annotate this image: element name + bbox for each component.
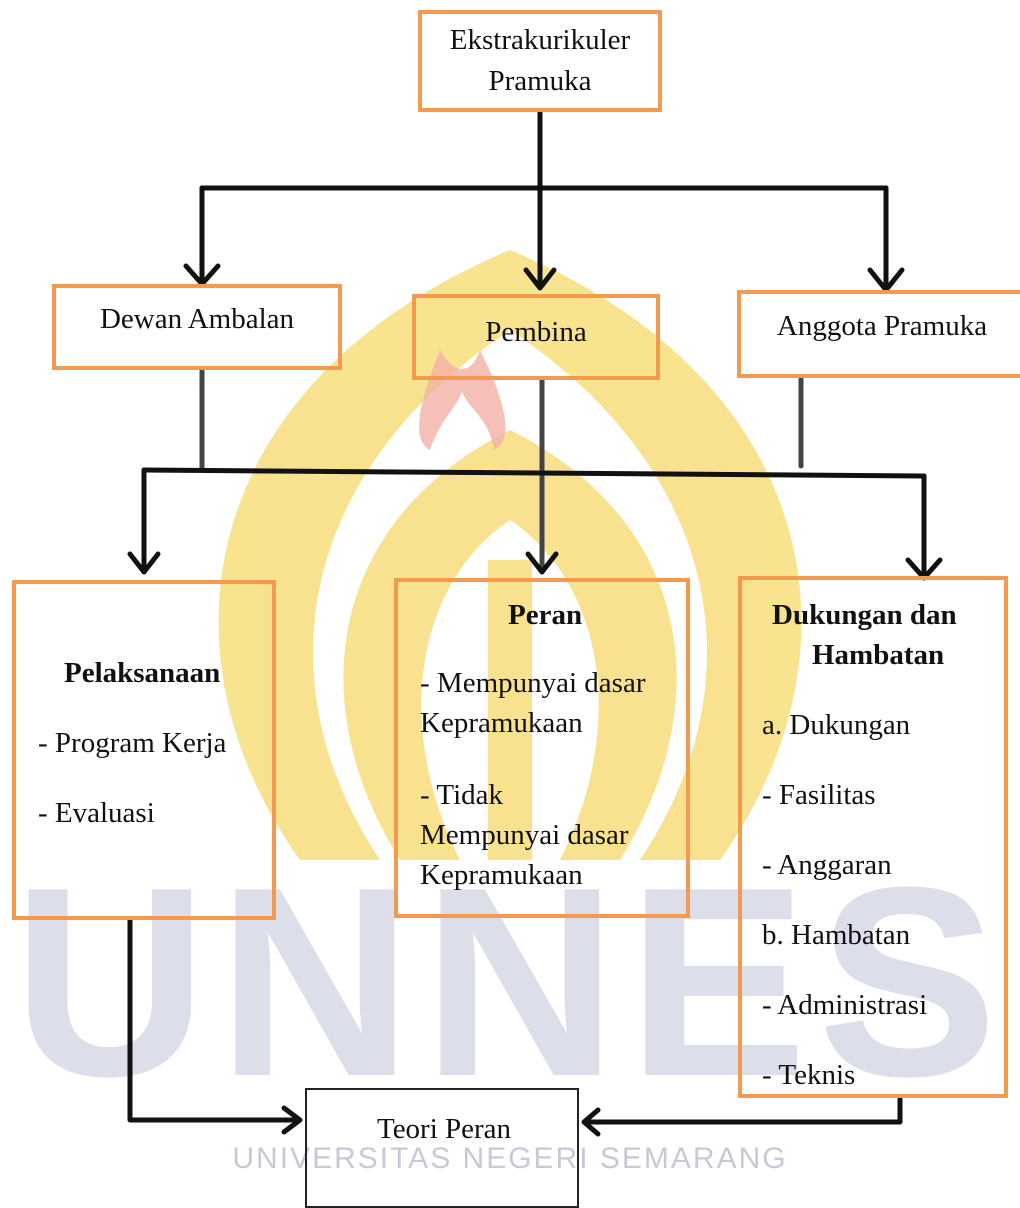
arrow-head-dewan <box>183 263 221 287</box>
pelaksanaan-box: Pelaksanaan - Program Kerja - Evaluasi <box>12 580 276 920</box>
peran-line: Mempunyai dasar <box>420 819 629 851</box>
dukungan-item: - Anggaran <box>762 849 892 881</box>
dukungan-item: - Fasilitas <box>762 779 876 811</box>
arrow-head-peran <box>525 551 559 575</box>
dukungan-item: - Teknis <box>762 1059 856 1091</box>
anggota-pramuka-label: Anggota Pramuka <box>776 310 988 343</box>
teori-peran-label: Teori Peran <box>377 1113 512 1145</box>
pembina-box: Pembina <box>412 294 660 380</box>
teori-peran-box: Teori Peran <box>305 1088 579 1208</box>
arrow-head-pelaksanaan <box>127 551 161 575</box>
pelaksanaan-title: Pelaksanaan <box>64 657 221 689</box>
pramuka-label: Pramuka <box>488 65 592 97</box>
arrow-head-teori-left <box>281 1105 303 1135</box>
arrow-head-anggota <box>867 267 905 293</box>
peran-title: Peran <box>508 599 583 631</box>
dukungan-title-line2: Hambatan <box>812 639 945 671</box>
peran-line: - Mempunyai dasar <box>420 667 646 699</box>
ekstrakurikuler-pramuka-box: Ekstrakurikuler Pramuka <box>418 10 662 112</box>
ekstrakurikuler-label: Ekstrakurikuler <box>449 23 631 56</box>
arrow-head-pembina <box>523 267 557 291</box>
pelaksanaan-item: - Evaluasi <box>38 797 155 829</box>
dewan-ambalan-label: Dewan Ambalan <box>99 303 295 336</box>
dukungan-item: - Administrasi <box>762 989 928 1021</box>
dukungan-title-line1: Dukungan dan <box>772 599 957 631</box>
peran-box: Peran - Mempunyai dasar Kepramukaan - Ti… <box>394 578 690 918</box>
arrow-head-teori-right <box>581 1107 601 1137</box>
connector-bottom-left <box>127 917 299 1123</box>
connector-bottom-right <box>585 1095 903 1125</box>
peran-line: Kepramukaan <box>420 707 583 739</box>
anggota-pramuka-box: Anggota Pramuka <box>737 290 1020 378</box>
pelaksanaan-item: - Program Kerja <box>38 727 227 759</box>
dukungan-hambatan-box: Dukungan dan Hambatan a. Dukungan - Fasi… <box>738 576 1008 1098</box>
dewan-ambalan-box: Dewan Ambalan <box>52 284 342 370</box>
pembina-label: Pembina <box>485 316 587 349</box>
peran-line: Kepramukaan <box>420 859 583 891</box>
connector-mid-horizontal <box>141 467 927 479</box>
peran-line: - Tidak <box>420 779 504 811</box>
dukungan-item: a. Dukungan <box>762 709 911 741</box>
dukungan-item: b. Hambatan <box>762 919 911 951</box>
